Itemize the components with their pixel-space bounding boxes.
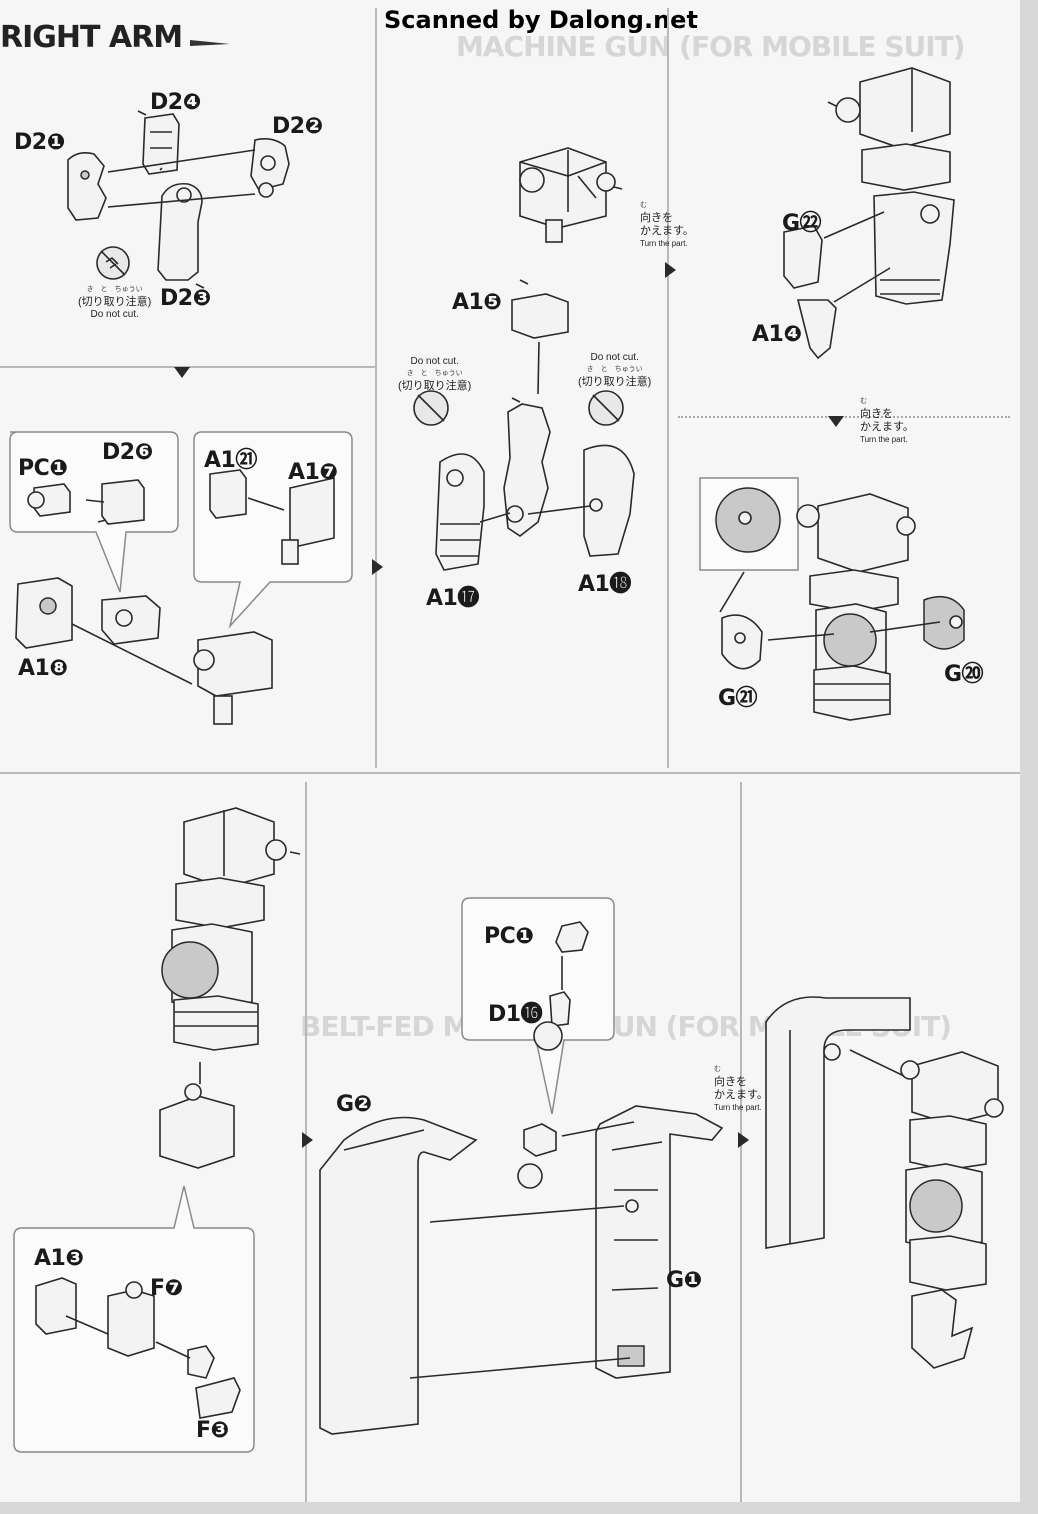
part-label-g1: G❶ xyxy=(666,1268,702,1293)
step7-parts xyxy=(13,807,287,1453)
part-label-a1-7: A1❼ xyxy=(288,460,338,485)
part-label-d2-2: D2❷ xyxy=(272,114,323,139)
step4-parts xyxy=(9,431,353,725)
turn-part-note-2: む 向きを かえます。 Turn the part. xyxy=(860,398,914,444)
part-label-a1-5: A1❺ xyxy=(452,290,502,315)
part-label-f3: F❸ xyxy=(196,1418,229,1443)
part-label-d2-4: D2❹ xyxy=(150,90,201,115)
turn-part-note-3: む 向きを かえます。 Turn the part. xyxy=(714,1066,768,1112)
part-label-pc1-step8: PC❶ xyxy=(484,924,534,949)
flow-arrow-icon xyxy=(174,367,190,378)
flow-arrow-icon xyxy=(665,262,676,278)
part-label-a1-21: A1㉑ xyxy=(204,448,257,473)
flow-arrow-icon xyxy=(372,559,383,575)
do-not-cut-note-right: Do not cut. き と ちゅうい (切り取り注意) xyxy=(578,352,652,388)
step3-parts xyxy=(783,67,955,360)
part-label-d1-16: D1⓰ xyxy=(488,1002,543,1027)
title-swoosh-icon xyxy=(190,40,230,46)
part-label-a1-4: A1❹ xyxy=(752,322,802,347)
part-label-a1-3: A1❸ xyxy=(34,1246,84,1271)
divider xyxy=(375,8,377,768)
ghost-text-top: MACHINE GUN (FOR MOBILE SUIT) xyxy=(456,30,966,63)
part-label-d2-3: D2❸ xyxy=(160,286,211,311)
part-label-g20: G⑳ xyxy=(944,662,984,687)
turn-part-note: む 向きを かえます。 Turn the part. xyxy=(640,202,694,248)
motion-marks xyxy=(97,101,837,855)
divider xyxy=(678,416,1010,418)
divider xyxy=(667,8,669,768)
flow-arrow-icon xyxy=(738,1132,749,1148)
part-label-g22: G㉒ xyxy=(782,211,822,236)
page-edge-right xyxy=(1020,0,1038,1514)
do-not-cut-note-left: Do not cut. き と ちゅうい (切り取り注意) xyxy=(398,356,472,392)
step2-parts xyxy=(413,147,635,571)
flow-arrow-icon xyxy=(828,416,844,427)
part-label-d2-1: D2❶ xyxy=(14,130,65,155)
flow-arrow-icon xyxy=(302,1132,313,1148)
step6-parts xyxy=(699,477,965,721)
page-edge-bottom xyxy=(0,1502,1038,1514)
part-label-pc1: PC❶ xyxy=(18,456,68,481)
step9-parts xyxy=(765,996,1004,1369)
part-label-a1-18: A1⓲ xyxy=(578,572,631,597)
part-label-g21: G㉑ xyxy=(718,686,758,711)
watermark: Scanned by Dalong.net xyxy=(384,6,698,34)
step8-parts xyxy=(319,897,724,1435)
do-not-cut-note: き と ちゅうい (切り取り注意) Do not cut. xyxy=(78,286,152,320)
section-title: RIGHT ARM xyxy=(0,20,183,55)
part-label-f7: F❼ xyxy=(150,1276,183,1301)
part-label-a1-17: A1⓱ xyxy=(426,586,479,611)
part-label-g2: G❷ xyxy=(336,1092,372,1117)
step1-parts xyxy=(67,113,290,281)
part-label-a1-8: A1❽ xyxy=(18,656,68,681)
divider xyxy=(0,772,1020,774)
part-label-d2-6: D2❻ xyxy=(102,440,153,465)
